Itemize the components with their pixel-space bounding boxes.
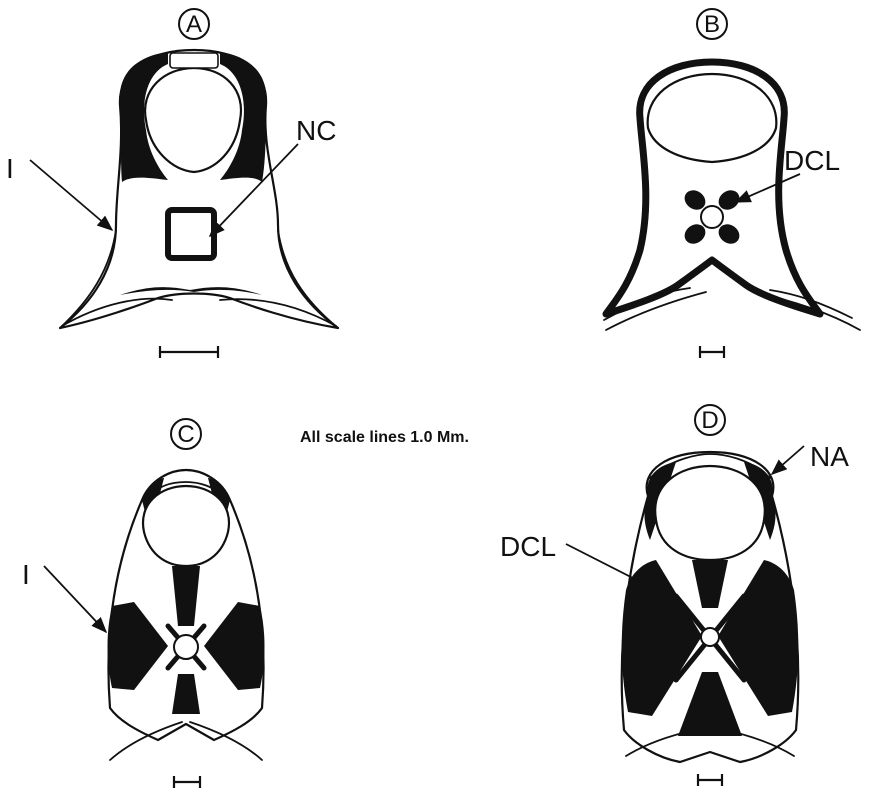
panel-a: A I NC [6,9,338,358]
panel-c: C I [22,419,265,788]
panel-a-letter-badge: A [179,9,209,39]
panel-a-neural-spine-cap [170,53,218,68]
panel-d-arrow-na [772,446,804,474]
panel-d-letter-badge: D [695,405,725,435]
panel-b: B DCL [604,9,860,358]
panel-a-scale-bar [160,346,218,358]
panel-c-arrow-i [44,566,106,632]
panel-b-vertebra [604,62,860,330]
panel-a-letter: A [186,11,202,38]
panel-d-neural-canal [655,466,765,560]
panel-d: D DCL NA [500,405,849,786]
panel-a-label-i: I [6,153,14,184]
panel-d-label-dcl: DCL [500,531,556,562]
panel-a-vertebra [60,50,338,328]
panel-a-label-nc: NC [296,115,336,146]
panel-d-label-na: NA [810,441,849,472]
panel-d-vertebra [622,452,799,762]
panel-b-neural-canal [648,74,777,162]
panel-a-arrow-i [30,160,112,230]
panel-c-letter: C [177,421,194,448]
panel-b-scale-bar [700,346,724,358]
panel-a-notochord-box [168,210,214,258]
panel-b-label-dcl: DCL [784,145,840,176]
panel-d-scale-bar [698,774,722,786]
panel-d-letter: D [701,407,718,434]
panel-c-neural-canal [143,486,229,566]
panel-b-letter-badge: B [697,9,727,39]
panel-c-scale-bar [174,776,200,788]
panel-b-letter: B [704,11,720,38]
scale-note: All scale lines 1.0 Mm. [300,429,469,446]
panel-c-label-i: I [22,559,30,590]
panel-c-vertebra [108,470,265,760]
panel-c-letter-badge: C [171,419,201,449]
